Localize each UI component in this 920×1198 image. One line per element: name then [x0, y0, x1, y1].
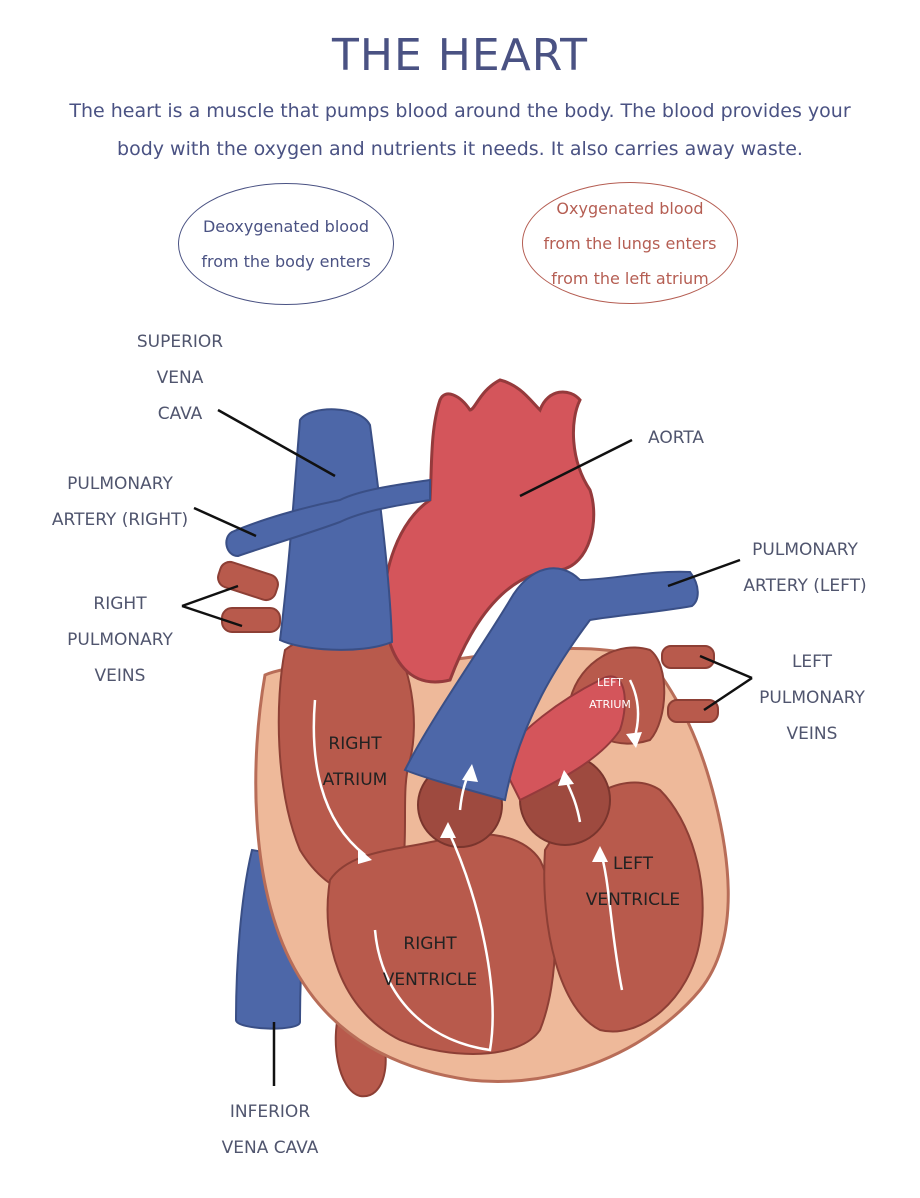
leader-superior-vena-cava [217, 408, 336, 478]
label-pulmonary-artery-right-line-2: ARTERY (RIGHT) [51, 510, 189, 530]
label-left-pulmonary-veins-line-2: PULMONARY [759, 688, 865, 708]
oxygenated-callout-line-1: Oxygenated blood [556, 198, 704, 218]
arrowhead-left-atrium [626, 732, 642, 748]
left-pulmonary-vein-lower [667, 699, 719, 723]
chamber-left-atrium-line-2: ATRIUM [589, 698, 631, 711]
oxygenated-callout-line-2: from the lungs enters [543, 233, 717, 253]
right-ventricle-chamber [326, 833, 556, 1055]
label-inferior-vena-cava: INFERIOR VENA CAVA [210, 1094, 330, 1166]
label-superior-vena-cava-line-2: VENA [156, 368, 204, 388]
chamber-right-atrium: RIGHT ATRIUM [310, 726, 400, 798]
label-right-pulmonary-veins: RIGHT PULMONARY VEINS [60, 586, 180, 694]
leader-left-pulmonary-vein-upper [699, 654, 753, 680]
leader-pulmonary-artery-right [193, 506, 257, 538]
label-left-pulmonary-veins-line-3: VEINS [786, 724, 838, 744]
leader-right-pulmonary-vein-upper [181, 584, 239, 608]
leader-lines [181, 408, 753, 1086]
label-superior-vena-cava-line-3: CAVA [157, 404, 203, 424]
deoxygenated-callout: Deoxygenated blood from the body enters [178, 183, 394, 305]
label-pulmonary-artery-left-line-1: PULMONARY [752, 540, 858, 560]
chamber-left-ventricle-line-1: LEFT [612, 854, 654, 874]
leader-left-pulmonary-vein-lower [703, 676, 753, 712]
label-right-pulmonary-veins-line-3: VEINS [94, 666, 146, 686]
label-superior-vena-cava: SUPERIOR VENA CAVA [130, 324, 230, 432]
intro-text: The heart is a muscle that pumps blood a… [0, 92, 920, 168]
flow-arrowheads [358, 732, 642, 864]
page-title: THE HEART [332, 30, 588, 81]
left-ventricle-chamber [543, 781, 704, 1033]
chamber-right-ventricle-line-2: VENTRICLE [382, 970, 478, 990]
arrowhead-right-atrium [358, 848, 372, 864]
chamber-right-atrium-line-2: ATRIUM [322, 770, 388, 790]
chamber-right-ventricle-line-1: RIGHT [403, 934, 457, 954]
left-pulmonary-vein-upper [661, 645, 715, 669]
arrowhead-pulmonary [462, 764, 478, 782]
label-superior-vena-cava-line-1: SUPERIOR [136, 332, 224, 352]
right-pulmonary-artery-vessel [225, 478, 431, 558]
superior-vena-cava-vessel [278, 408, 394, 651]
label-aorta: AORTA [648, 428, 704, 448]
deoxygenated-callout-line-2: from the body enters [201, 252, 371, 271]
label-pulmonary-artery-right: PULMONARY ARTERY (RIGHT) [40, 466, 200, 538]
chamber-left-atrium-line-1: LEFT [597, 676, 623, 689]
oxygenated-callout-line-3: from the left atrium [551, 268, 709, 288]
chamber-left-ventricle: LEFT VENTRICLE [578, 846, 688, 918]
leader-aorta [519, 438, 633, 498]
label-inferior-vena-cava-line-1: INFERIOR [229, 1102, 311, 1122]
label-left-pulmonary-veins-line-1: LEFT [791, 652, 833, 672]
intro-line-2: body with the oxygen and nutrients it ne… [117, 138, 803, 160]
oxygenated-callout: Oxygenated blood from the lungs enters f… [522, 182, 738, 304]
chamber-right-atrium-line-1: RIGHT [328, 734, 382, 754]
intro-line-1: The heart is a muscle that pumps blood a… [69, 100, 851, 122]
label-right-pulmonary-veins-line-2: PULMONARY [67, 630, 173, 650]
chamber-left-ventricle-line-2: VENTRICLE [585, 890, 681, 910]
right-pulmonary-vein-lower [221, 607, 281, 633]
chamber-right-ventricle: RIGHT VENTRICLE [380, 926, 480, 998]
pulmonary-trunk-vessel [403, 567, 699, 802]
arrowhead-aortic [558, 770, 574, 786]
flow-arrow-right-ventricle [373, 829, 494, 1052]
label-pulmonary-artery-left: PULMONARY ARTERY (LEFT) [730, 532, 880, 604]
label-pulmonary-artery-left-line-2: ARTERY (LEFT) [743, 576, 867, 596]
label-left-pulmonary-veins: LEFT PULMONARY VEINS [752, 644, 872, 752]
arrowhead-right-ventricle [440, 822, 456, 838]
right-pulmonary-vein-upper [217, 560, 279, 602]
flow-arrow-right-atrium [312, 699, 366, 856]
aorta-vessel [382, 378, 596, 684]
arrowhead-left-ventricle [592, 846, 608, 862]
label-right-pulmonary-veins-line-1: RIGHT [93, 594, 147, 614]
label-inferior-vena-cava-line-2: VENA CAVA [221, 1138, 319, 1158]
label-pulmonary-artery-right-line-1: PULMONARY [67, 474, 173, 494]
chamber-left-atrium: LEFT ATRIUM [580, 672, 640, 716]
leader-pulmonary-artery-left [667, 558, 741, 588]
leader-right-pulmonary-vein-lower [181, 604, 243, 628]
deoxygenated-callout-line-1: Deoxygenated blood [202, 217, 370, 236]
